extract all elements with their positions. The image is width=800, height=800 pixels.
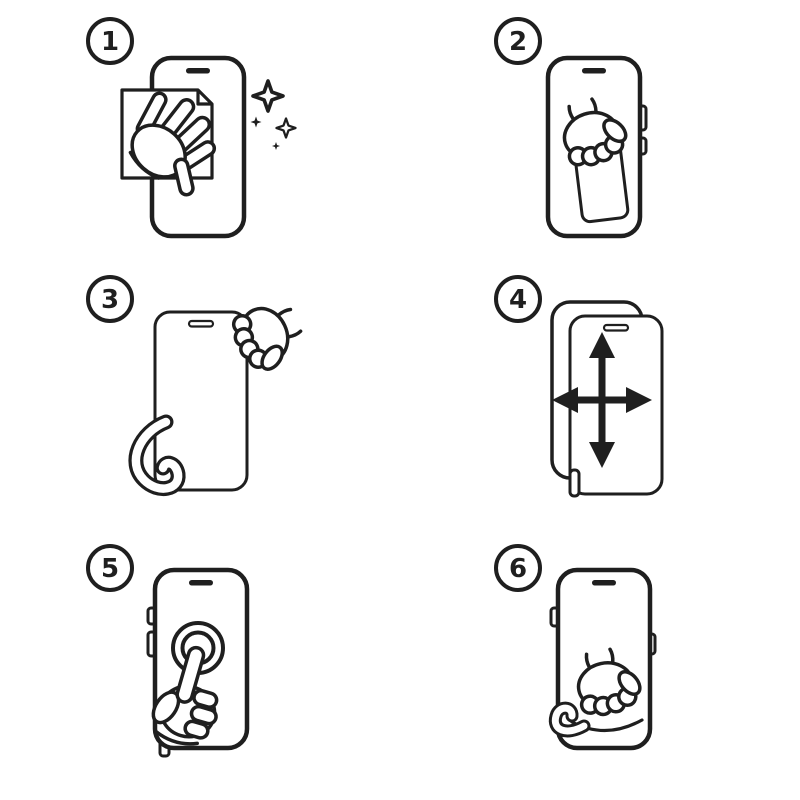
step-5-panel: 5 — [86, 544, 410, 758]
cloth-fold-icon — [196, 90, 212, 106]
step-4-badge — [494, 275, 542, 323]
step-4-panel: 4 — [494, 275, 664, 498]
step-2-number: 2 — [509, 27, 527, 57]
step-2-badge — [494, 17, 542, 65]
step-5-number: 5 — [101, 554, 119, 584]
step-3-panel: 3 — [86, 275, 313, 496]
step-1-number: 1 — [101, 27, 119, 57]
step-6-panel: 6 — [494, 544, 657, 800]
step-4-number: 4 — [509, 285, 527, 315]
alignment-arrows-icon — [552, 332, 652, 468]
step-1-badge — [86, 17, 134, 65]
backing-curl-icon — [128, 414, 186, 496]
cloth-curl-icon — [548, 701, 591, 738]
step-5-badge — [86, 544, 134, 592]
pull-tab-icon — [568, 468, 581, 498]
step-3-badge — [86, 275, 134, 323]
step-1-panel: 1 — [86, 17, 297, 270]
step-2-panel: 2 — [494, 17, 648, 270]
protector-sheet-icon — [568, 314, 664, 496]
step-6-badge — [494, 544, 542, 592]
step-6-number: 6 — [509, 554, 527, 584]
sparkles-icon — [250, 79, 297, 150]
step-3-number: 3 — [101, 285, 119, 315]
